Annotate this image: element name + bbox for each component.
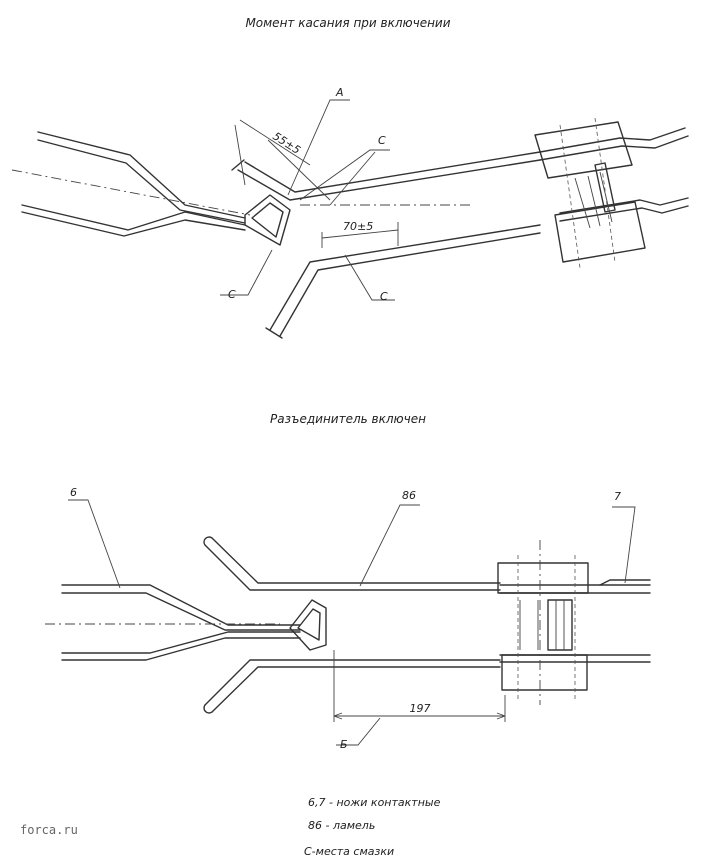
dimension-197: 197 (333, 650, 506, 722)
callout-7-label: 7 (614, 490, 621, 503)
callout-86: 86 (359, 489, 420, 587)
lamella-top (231, 151, 541, 339)
contact-knife-6 (61, 584, 327, 661)
dim-197-label: 197 (410, 702, 431, 715)
leader-a: A (287, 86, 350, 196)
hinge-block-bottom (497, 555, 589, 700)
center-line-top (11, 169, 251, 216)
lamella-86 (203, 536, 501, 714)
leader-c-left: C (220, 249, 273, 301)
watermark: forca.ru (20, 823, 78, 837)
callout-6: 6 (68, 486, 121, 589)
top-view: Момент касания при включении (11, 16, 689, 339)
legend-line-1: 6,7 - ножи контактные (308, 796, 441, 809)
callout-7: 7 (612, 490, 636, 584)
leader-b: Б (336, 717, 381, 751)
bottom-view: Разъединитель включен (45, 412, 651, 751)
dimension-70: 70±5 (321, 220, 399, 248)
leader-c-bottom: C (344, 254, 395, 303)
dim-55-label: 55±5 (270, 130, 302, 157)
callout-86-label: 86 (402, 489, 416, 502)
leader-c-top: C (299, 134, 390, 206)
contact-knife-right (539, 127, 689, 222)
label-c-left: C (228, 288, 236, 301)
label-b: Б (340, 738, 348, 751)
callout-6-label: 6 (70, 486, 77, 499)
hinge-block-top (534, 117, 646, 269)
legend-line-2: 86 - ламель (308, 819, 375, 832)
top-view-title: Момент касания при включении (245, 16, 450, 30)
legend: 6,7 - ножи контактные 86 - ламель C-мест… (304, 796, 441, 858)
legend-line-3: C-места смазки (304, 845, 394, 858)
label-a: A (335, 86, 344, 99)
contact-knife-left (21, 131, 291, 246)
bottom-view-title: Разъединитель включен (270, 412, 426, 426)
label-c-bottom: C (380, 290, 388, 303)
dim-70-label: 70±5 (343, 220, 373, 233)
label-c-top: C (378, 134, 386, 147)
